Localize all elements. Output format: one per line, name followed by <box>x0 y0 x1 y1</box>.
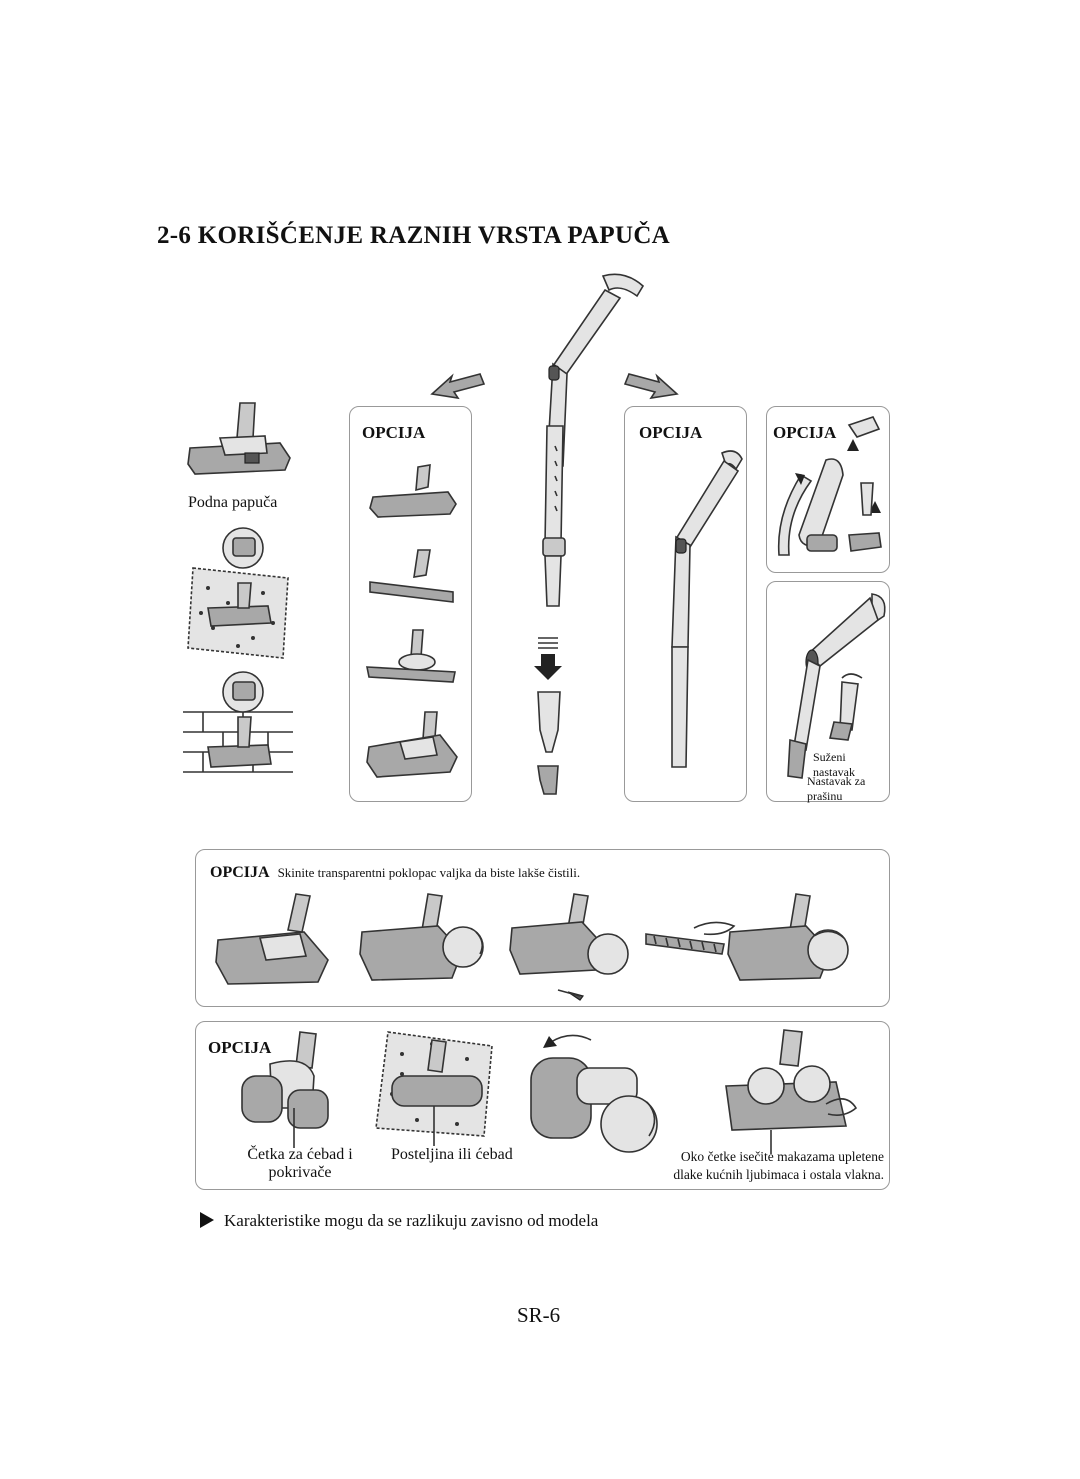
crevice-and-dusting-tools-illustration <box>787 593 886 779</box>
cut-caption: Oko četke isečite makazama upletene dlak… <box>634 1148 884 1184</box>
floor-nozzle-illustration <box>187 402 291 475</box>
extension-tube-panel: OPCIJA <box>624 406 747 802</box>
mini-brush-caption: Četka za ćebad i pokrivače <box>230 1146 370 1182</box>
footnote: Karakteristike mogu da se razlikuju zavi… <box>200 1211 598 1231</box>
optional-label: OPCIJA <box>773 423 837 442</box>
telescopic-tube-illustration <box>542 273 645 607</box>
crevice-tool-label: Suženi nastavak <box>813 750 855 779</box>
extension-tube-illustration <box>671 450 743 768</box>
crevice-dusting-panel: Suženi nastavak Nastavak za prašinu <box>766 581 890 803</box>
crevice-tool-illustration <box>537 691 561 795</box>
optional-label: OPCIJA <box>362 423 426 442</box>
turbo-floor-nozzle-illustration <box>366 711 458 778</box>
carpet-usage-illustration <box>187 527 289 659</box>
turbo-brush-panel: OPCIJA Skinite transparentni poklopac va… <box>195 849 890 1007</box>
mini-brush-caption-line2: pokrivače <box>268 1164 332 1181</box>
cut-caption-line2: dlake kućnih ljubimaca i ostala vlakna. <box>673 1167 884 1182</box>
mini-turbo-brush-illustration <box>241 1031 329 1148</box>
cyclone-panel: OPCIJA <box>766 406 890 573</box>
mini-brush-caption-line1: Četka za ćebad i <box>247 1146 353 1163</box>
section-title: 2-6 KORIŠĆENJE RAZNIH VRSTA PAPUČA <box>157 222 671 249</box>
turbo-brush-step-5-illustration <box>727 893 849 981</box>
optional-label: OPCIJA <box>208 1038 272 1057</box>
turbo-instruction: Skinite transparentni poklopac valjka da… <box>277 865 581 880</box>
mini-brush-open-illustration <box>530 1034 658 1153</box>
optional-nozzles-panel: OPCIJA <box>349 406 472 802</box>
mini-turbo-brush-panel: OPCIJA Četka za ćebad i pokri <box>195 1021 890 1190</box>
hard-floor-nozzle-illustration <box>366 629 456 683</box>
brush-roll-cut-illustration <box>645 921 736 955</box>
footnote-text: Karakteristike mogu da se razlikuju zavi… <box>224 1211 599 1230</box>
arrow-left-icon <box>430 373 486 400</box>
arrow-down-icon <box>534 637 562 680</box>
cut-caption-line1: Oko četke isečite makazama upletene <box>680 1149 884 1164</box>
blanket-usage-illustration <box>375 1031 493 1146</box>
floor-nozzle-label: Podna papuča <box>188 494 278 511</box>
turbo-brush-step-3-illustration <box>509 893 629 1001</box>
blanket-caption: Posteljina ili ćebad <box>391 1146 513 1163</box>
hard-floor-usage-illustration <box>183 671 293 773</box>
optional-label: OPCIJA <box>210 864 270 881</box>
cyclone-attachment-illustration <box>777 416 882 556</box>
arrow-right-icon <box>623 373 679 400</box>
page-number: SR-6 <box>517 1303 561 1327</box>
mini-brush-cut-illustration <box>725 1029 858 1154</box>
optional-label: OPCIJA <box>639 423 703 442</box>
wide-floor-nozzle-illustration <box>369 549 454 603</box>
turbo-brush-step-1-illustration <box>215 893 329 985</box>
triangle-bullet-icon <box>200 1212 214 1228</box>
parquet-nozzle-illustration <box>369 464 457 518</box>
dusting-brush-label: Nastavak za prašinu <box>807 774 866 803</box>
turbo-brush-step-2-illustration <box>359 893 484 981</box>
